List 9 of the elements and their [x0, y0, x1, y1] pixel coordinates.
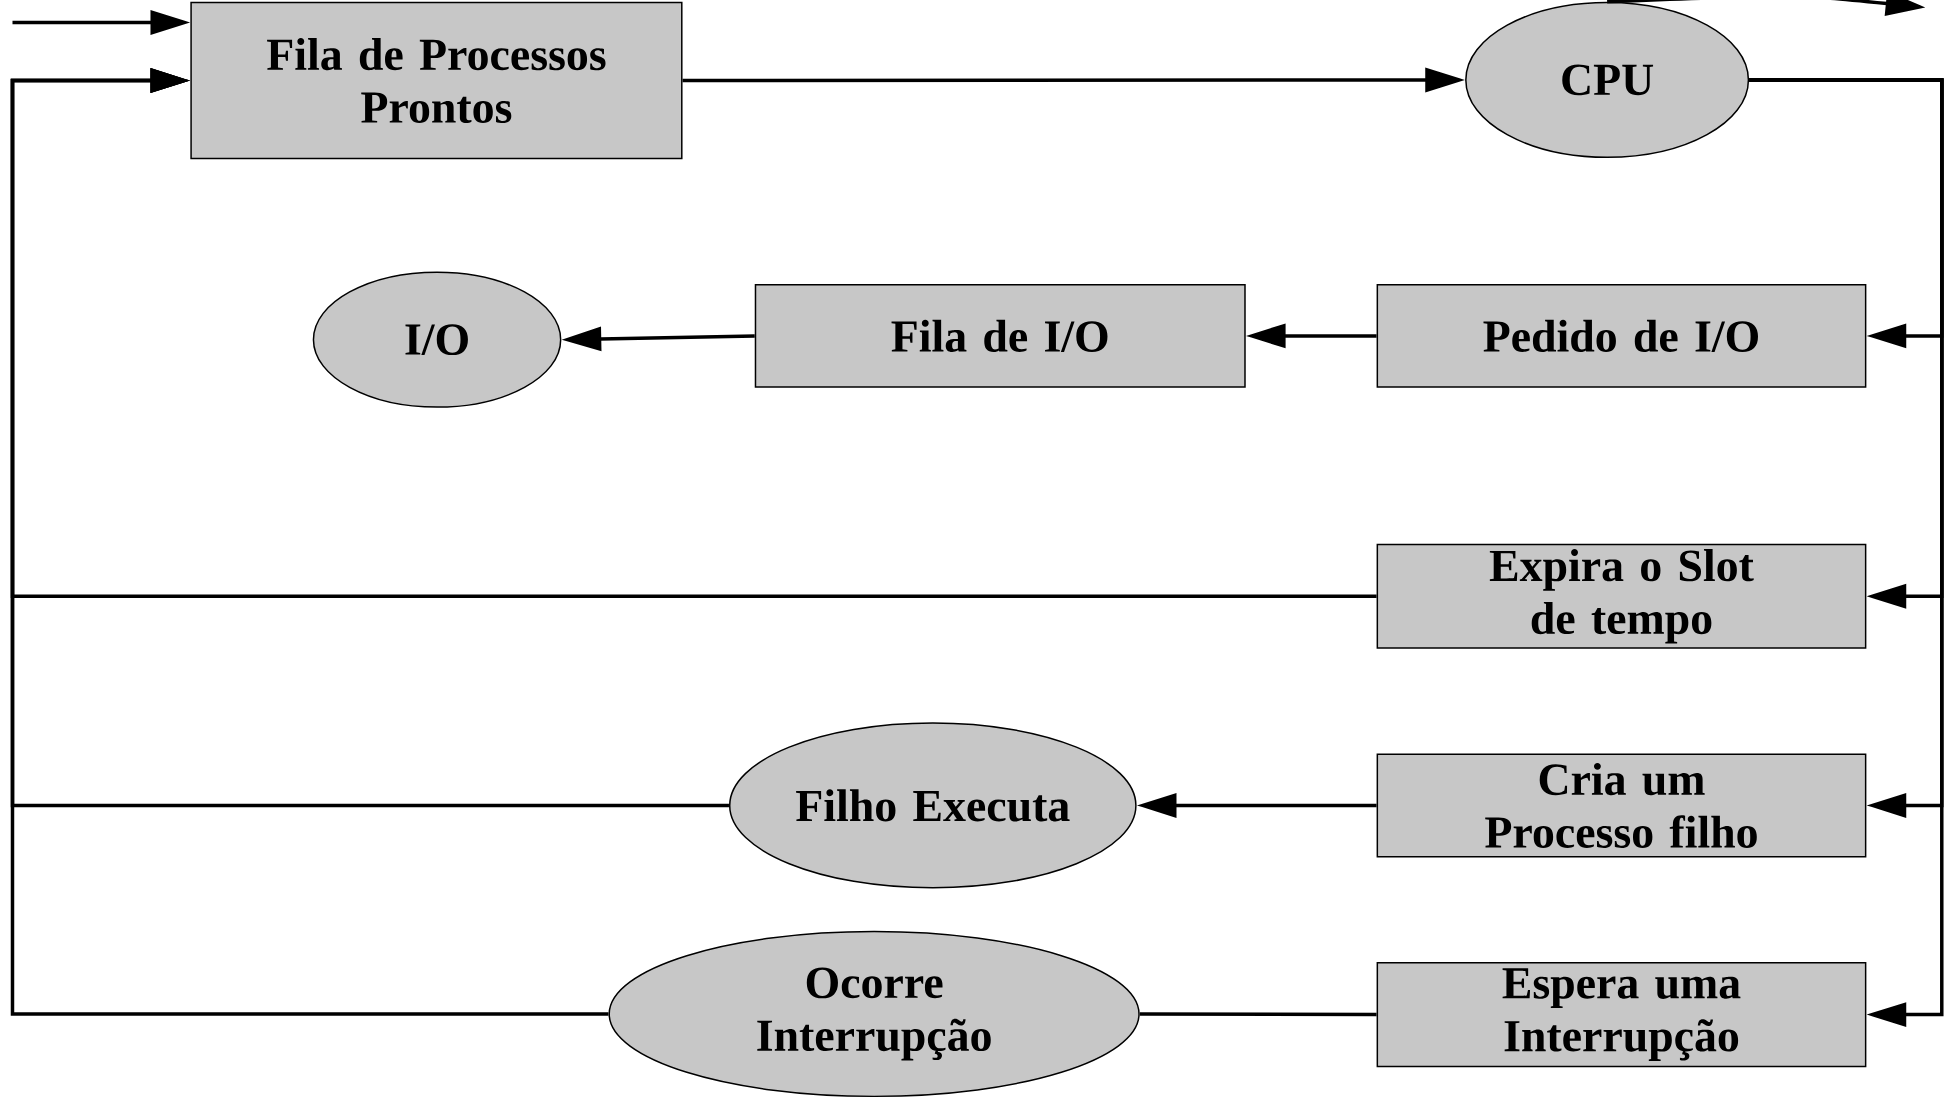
- process-box: Expira o Slot de tempo: [1376, 543, 1867, 649]
- connector-line: [1139, 1012, 1377, 1017]
- arrow: [1749, 78, 1944, 1028]
- process-box: Fila de I/O: [754, 284, 1246, 389]
- process-box: Cria um Processo filho: [1376, 753, 1867, 858]
- process-box: Espera uma Interrupção: [1376, 962, 1867, 1068]
- arrow: [10, 68, 609, 1016]
- process-box: Pedido de I/O: [1376, 284, 1867, 389]
- process-box: Fila de Processos Prontos: [190, 1, 683, 160]
